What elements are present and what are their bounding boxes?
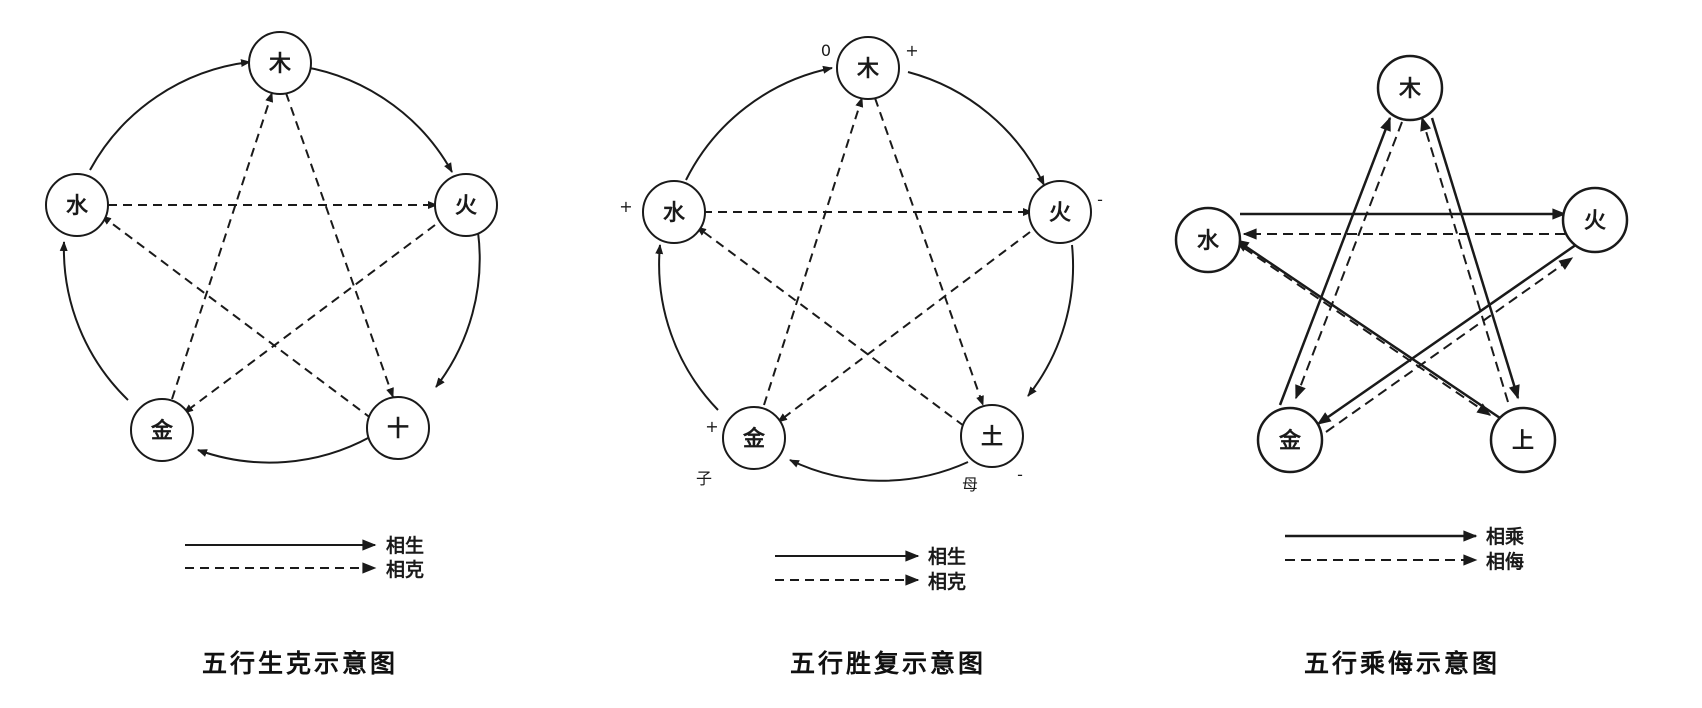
dash-wood-metal [1295, 121, 1403, 400]
legend-solid-label: 相乘 [1486, 526, 1524, 548]
label-metal: 金 [742, 426, 766, 452]
arc-water-wood [685, 65, 833, 181]
label-fire: 火 [455, 194, 477, 219]
solid-earth-water [1234, 238, 1501, 420]
arc-fire-earth [435, 231, 481, 388]
diagram-sheng-fu-labels: 木 火 土 金 水 0 + - + + 子 母 - [619, 41, 1103, 494]
node-metal [722, 406, 786, 470]
diagram-title: 五行乘侮示意图 [1304, 649, 1500, 678]
dash-fire-metal [183, 224, 436, 414]
legend-dashed-label: 相克 [928, 570, 966, 593]
legend-dashed-label: 相侮 [1486, 550, 1524, 573]
diagram-title: 五行胜复示意图 [790, 649, 986, 678]
arc-metal-water [59, 241, 129, 401]
solid-fire-metal [1316, 240, 1581, 426]
label-fire: 火 [1049, 201, 1071, 226]
diagram-sheng-ke [45, 31, 498, 574]
label-wood: 木 [268, 52, 292, 77]
dash-water-earth [1243, 247, 1492, 416]
label-metal: 金 [1278, 428, 1302, 454]
diagram-cheng-wu-labels: 木 火 上 金 水 [1197, 77, 1606, 454]
solid-wood-earth [1430, 117, 1520, 400]
diagram-sheng-fu [642, 36, 1092, 586]
node-water [45, 173, 109, 237]
label-water: 水 [66, 194, 89, 219]
arc-earth-metal [789, 459, 969, 482]
dash-metal-wood [763, 97, 864, 406]
node-fire [1561, 186, 1629, 254]
legend-solid-label: 相生 [386, 534, 424, 557]
dash-earth-water [101, 215, 373, 420]
label-earth: 土 [981, 425, 1003, 450]
node-fire [1028, 180, 1092, 244]
arc-metal-water [655, 244, 719, 411]
label-water: 水 [1197, 229, 1220, 254]
node-water [1174, 206, 1242, 274]
label-wood: 木 [1398, 77, 1422, 102]
node-earth [1489, 406, 1557, 474]
arc-water-wood [89, 59, 251, 171]
solid-metal-wood [1278, 116, 1392, 406]
legend-solid-label: 相生 [928, 545, 966, 568]
label-metal: 金 [150, 418, 174, 444]
dash-fire-metal [777, 231, 1031, 423]
node-water [642, 180, 706, 244]
arc-fire-earth [1027, 244, 1075, 397]
arc-earth-metal [197, 436, 371, 464]
node-wood [1376, 54, 1444, 122]
node-earth [960, 404, 1024, 468]
label-water: 水 [663, 201, 686, 226]
dash-wood-earth [874, 97, 984, 406]
diagram-cheng-wu [1174, 54, 1629, 566]
label-wood: 木 [856, 57, 880, 82]
diagram-sheng-ke-labels: 木 火 十 金 水 [66, 52, 477, 444]
label-earth: 十 [387, 417, 409, 442]
dash-metal-fire [1325, 257, 1574, 433]
arc-wood-fire [907, 71, 1045, 186]
label-fire: 火 [1584, 209, 1606, 234]
arc-wood-fire [289, 64, 453, 173]
mark-metal-top: + [705, 417, 718, 436]
node-metal [130, 398, 194, 462]
dash-metal-wood [171, 92, 274, 400]
mark-wood-right: + [905, 41, 918, 60]
mark-earth-bottom: 母 [962, 475, 978, 494]
mark-fire: - [1097, 190, 1103, 209]
node-wood [836, 36, 900, 100]
mark-wood-left: 0 [821, 41, 831, 60]
dash-wood-earth [285, 92, 394, 398]
node-metal [1256, 406, 1324, 474]
legend-dashed-label: 相克 [386, 558, 424, 581]
node-fire [434, 173, 498, 237]
dash-earth-water [696, 226, 965, 427]
diagram-title: 五行生克示意图 [202, 649, 398, 678]
mark-earth-right: - [1017, 465, 1023, 484]
node-wood [248, 31, 312, 95]
dash-earth-wood [1420, 116, 1509, 403]
mark-metal-bottom: 子 [696, 469, 712, 488]
label-earth: 上 [1512, 429, 1534, 454]
node-earth [366, 396, 430, 460]
mark-water: + [619, 197, 632, 216]
